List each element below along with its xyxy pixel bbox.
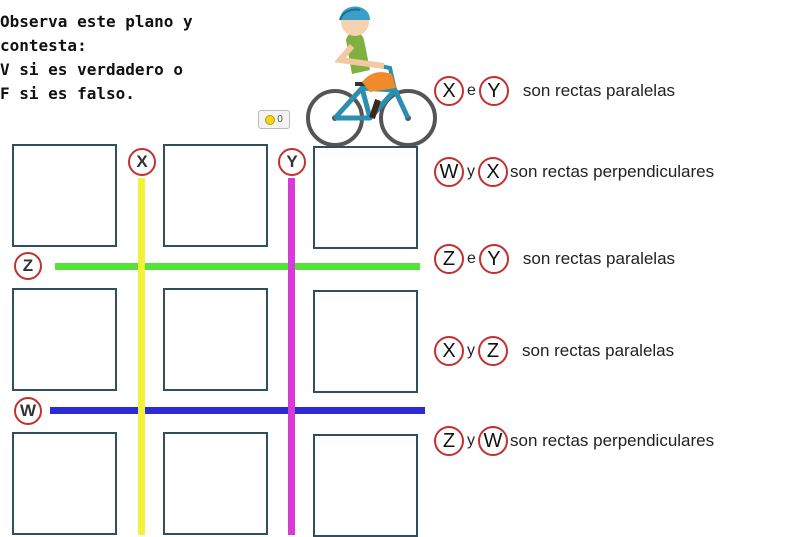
stmt-letter-b: Y xyxy=(478,76,509,106)
stmt-letter-a: Z xyxy=(434,244,464,274)
stmt-letter-a: Z xyxy=(434,426,464,456)
stmt-conj: e xyxy=(467,250,476,267)
instruction-line: Observa este plano y xyxy=(0,12,193,31)
city-block xyxy=(163,432,268,535)
line-z xyxy=(55,263,420,270)
city-block xyxy=(313,434,418,537)
badge-count: 0 xyxy=(277,114,283,125)
cyclist-illustration xyxy=(306,6,437,147)
instruction-line: F si es falso. xyxy=(0,84,135,103)
instructions: Observa este plano y contesta: V si es v… xyxy=(0,10,230,106)
counter-badge[interactable]: 0 xyxy=(258,110,290,129)
stmt-letter-a: W xyxy=(434,157,464,187)
stmt-letter-b: Z xyxy=(478,336,508,366)
city-block xyxy=(12,288,117,391)
statement-1[interactable]: X e Y son rectas paralelas xyxy=(434,74,675,108)
stmt-letter-b: X xyxy=(478,157,508,187)
stmt-letter-a: X xyxy=(434,76,464,106)
statement-3[interactable]: Z e Y son rectas paralelas xyxy=(434,242,675,276)
line-w xyxy=(50,407,425,414)
stmt-letter-a: X xyxy=(434,336,464,366)
stmt-conj: e xyxy=(467,82,476,99)
city-block xyxy=(12,432,117,535)
stmt-letter-b: W xyxy=(478,426,508,456)
city-block xyxy=(12,144,117,247)
stmt-conj: y xyxy=(467,342,475,359)
stmt-text: son rectas paralelas xyxy=(522,249,676,268)
stmt-conj: y xyxy=(467,163,475,180)
line-y xyxy=(288,178,295,535)
statement-2[interactable]: W y X son rectas perpendiculares xyxy=(434,155,714,189)
stmt-text: son rectas paralelas xyxy=(522,341,675,360)
statement-4[interactable]: X y Z son rectas paralelas xyxy=(434,334,674,368)
instruction-line: contesta: xyxy=(0,36,87,55)
line-x xyxy=(138,178,145,535)
stmt-text: son rectas perpendiculares xyxy=(510,431,715,450)
coin-icon xyxy=(265,114,276,125)
stmt-letter-b: Y xyxy=(478,244,509,274)
label-y: Y xyxy=(278,148,306,176)
city-block xyxy=(313,146,418,249)
city-block xyxy=(313,290,418,393)
statement-5[interactable]: Z y W son rectas perpendiculares xyxy=(434,424,714,458)
stmt-text: son rectas perpendiculares xyxy=(510,162,715,181)
stmt-text: son rectas paralelas xyxy=(522,81,676,100)
city-block xyxy=(163,144,268,247)
instruction-line: V si es verdadero o xyxy=(0,60,184,79)
label-z: Z xyxy=(14,252,42,280)
label-w: W xyxy=(14,397,42,425)
stmt-conj: y xyxy=(467,432,475,449)
city-block xyxy=(163,288,268,391)
label-x: X xyxy=(128,148,156,176)
